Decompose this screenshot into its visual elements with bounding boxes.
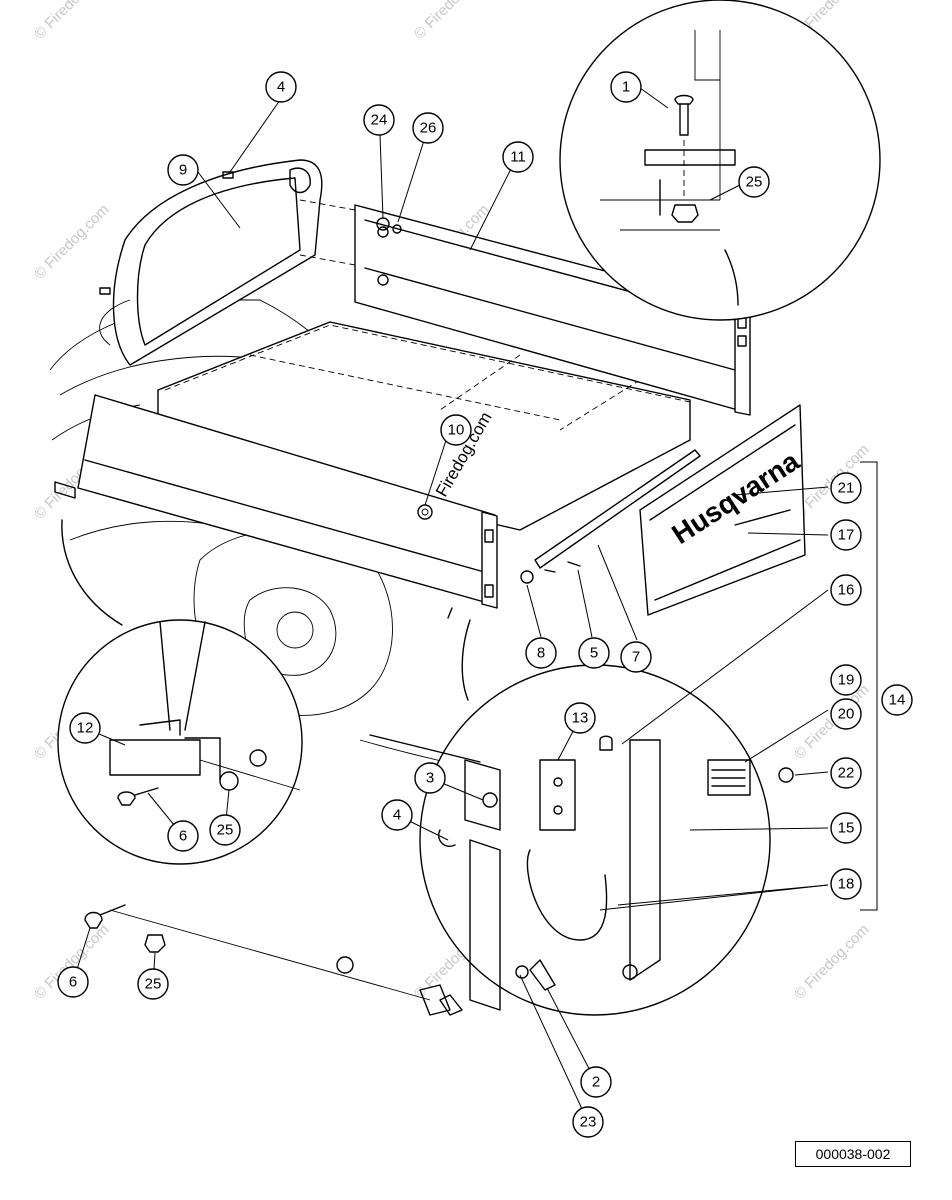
svg-text:19: 19 <box>838 672 855 689</box>
callout-25: 25 <box>137 968 169 1000</box>
callout-2: 2 <box>580 1066 612 1098</box>
svg-text:26: 26 <box>420 120 437 137</box>
callout-26: 26 <box>412 112 444 144</box>
watermark: © Firedog.com <box>31 0 113 43</box>
detail-view-top <box>559 0 881 321</box>
svg-text:15: 15 <box>838 820 855 837</box>
callout-1: 1 <box>610 71 642 103</box>
lower-fasteners <box>84 829 456 1016</box>
callout-21: 21 <box>830 472 862 504</box>
reference-number: 000038-002 <box>795 1141 911 1167</box>
callout-23: 23 <box>572 1106 604 1138</box>
callout-19: 19 <box>830 664 862 696</box>
callout-18: 18 <box>830 868 862 900</box>
svg-text:5: 5 <box>590 645 598 662</box>
svg-text:12: 12 <box>77 720 94 737</box>
watermark: © Firedog.com <box>791 921 873 1003</box>
callout-24: 24 <box>363 104 395 136</box>
watermark: © Firedog.com <box>411 0 493 43</box>
callout-6: 6 <box>167 820 199 852</box>
callout-6: 6 <box>57 966 89 998</box>
svg-text:6: 6 <box>69 974 77 991</box>
headboard-frame <box>99 159 323 366</box>
svg-text:4: 4 <box>393 807 401 824</box>
svg-text:17: 17 <box>838 527 855 544</box>
leader-lines <box>72 87 829 1123</box>
callout-4: 4 <box>265 71 297 103</box>
callout-14: 14 <box>881 684 913 716</box>
callout-15: 15 <box>830 812 862 844</box>
callout-5: 5 <box>578 637 610 669</box>
svg-text:22: 22 <box>838 765 855 782</box>
callout-25: 25 <box>209 814 241 846</box>
svg-text:23: 23 <box>580 1114 597 1131</box>
assembly-bracket <box>860 461 878 911</box>
svg-text:4: 4 <box>277 79 285 96</box>
svg-text:13: 13 <box>572 710 589 727</box>
detail-view-left <box>57 619 303 865</box>
svg-text:25: 25 <box>145 976 162 993</box>
svg-text:14: 14 <box>889 692 906 709</box>
side-panel <box>54 394 498 609</box>
callout-3: 3 <box>414 762 446 794</box>
callout-8: 8 <box>525 637 557 669</box>
watermark: © Firedog.com <box>31 201 113 283</box>
callout-12: 12 <box>69 712 101 744</box>
detail-view-hinge <box>369 664 794 1016</box>
fasteners-top <box>99 171 581 619</box>
svg-text:21: 21 <box>838 480 855 497</box>
callout-13: 13 <box>564 702 596 734</box>
svg-text:20: 20 <box>838 706 855 723</box>
rail <box>534 449 701 573</box>
svg-text:7: 7 <box>632 649 640 666</box>
svg-text:24: 24 <box>371 112 388 129</box>
svg-text:2: 2 <box>592 1074 600 1091</box>
svg-text:16: 16 <box>838 582 855 599</box>
svg-text:3: 3 <box>426 770 434 787</box>
callout-4: 4 <box>381 799 413 831</box>
svg-text:1: 1 <box>622 79 630 96</box>
svg-text:11: 11 <box>510 149 526 166</box>
svg-text:9: 9 <box>179 162 187 179</box>
watermark: © Firedog.com <box>791 681 873 763</box>
callout-16: 16 <box>830 574 862 606</box>
svg-text:25: 25 <box>746 174 763 191</box>
callout-22: 22 <box>830 757 862 789</box>
callout-17: 17 <box>830 519 862 551</box>
callout-10: 10 <box>440 414 472 446</box>
callout-20: 20 <box>830 698 862 730</box>
callout-25: 25 <box>738 166 770 198</box>
svg-text:18: 18 <box>838 876 855 893</box>
callout-7: 7 <box>620 641 652 673</box>
svg-text:25: 25 <box>217 822 234 839</box>
svg-text:8: 8 <box>537 645 545 662</box>
svg-text:6: 6 <box>179 828 187 845</box>
callout-9: 9 <box>167 154 199 186</box>
callout-11: 11 <box>502 141 534 173</box>
svg-text:10: 10 <box>448 422 465 439</box>
